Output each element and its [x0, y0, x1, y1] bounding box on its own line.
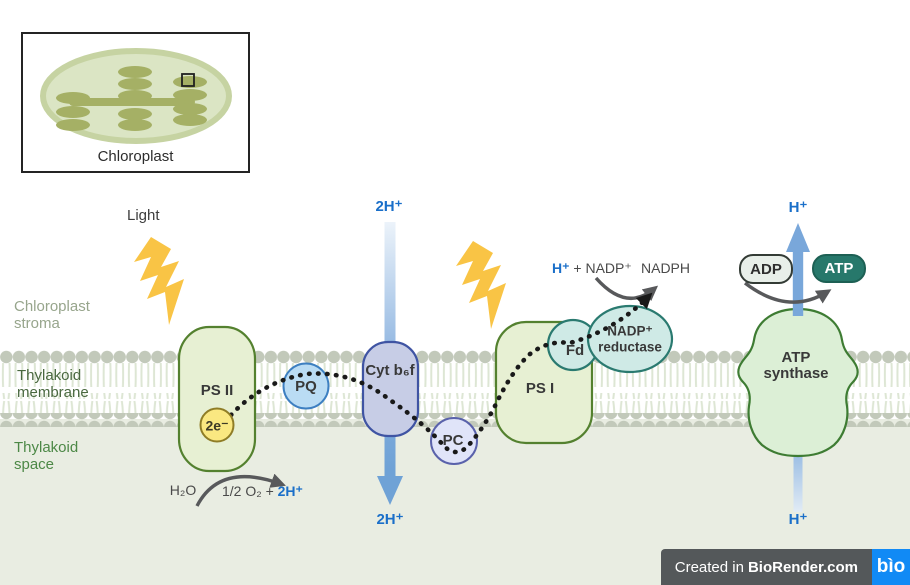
ps2-shape	[177, 325, 257, 473]
chloroplast-inset-box: Chloroplast	[21, 32, 250, 173]
nadp-substrates-label: H⁺ + NADP⁺	[552, 260, 632, 276]
fd-label: Fd	[565, 342, 585, 359]
biorender-brand-label: BioRender.com	[747, 558, 858, 576]
lightning-bolt-icon	[456, 241, 506, 329]
light-bolts	[134, 237, 506, 329]
thylakoid-stacks	[56, 66, 207, 131]
pc-shape	[430, 417, 478, 465]
chloroplast-stroma-label: Chloroplast stroma	[14, 298, 90, 332]
water-label: H₂O	[169, 482, 197, 498]
biorender-credit-bar: Created in BioRender.com	[660, 549, 872, 585]
lightning-bolt-icon	[134, 237, 184, 325]
water-split-arrow-icon	[195, 473, 286, 507]
biorender-logo-icon: bìo	[872, 549, 910, 585]
ps1-label: PS I	[525, 380, 555, 397]
oxygen-protons-label: 2H⁺	[277, 483, 303, 499]
cyt-b6f-shape	[361, 340, 420, 438]
zoom-region-marker-icon	[181, 73, 195, 87]
nadph-arrow-icon	[594, 276, 659, 301]
proton-label-cyt-bottom: 2H⁺	[376, 511, 404, 528]
proton-label-synthase-top: H⁺	[788, 199, 808, 216]
electron-pair-label: 2e⁻	[205, 417, 229, 434]
pq-label: PQ	[295, 378, 317, 395]
nadph-label: NADPH	[641, 260, 691, 276]
chloroplast-inset-label: Chloroplast	[97, 148, 174, 165]
thylakoid-membrane-label: Thylakoid membrane	[17, 367, 89, 401]
nadp-reductase-label: NADP⁺ reductase	[598, 323, 662, 355]
chloroplast-illustration	[40, 48, 232, 144]
proton-arrow-up-icon	[786, 223, 810, 316]
atp-pill: ATP	[812, 254, 866, 283]
light-label: Light	[127, 207, 160, 224]
biorender-watermark: Created in BioRender.com bìo	[660, 549, 910, 585]
adp-pill: ADP	[739, 254, 793, 284]
oxygen-label: 1/2 O₂ + 2H⁺	[222, 483, 303, 499]
proton-label-cyt-top: 2H⁺	[375, 198, 403, 215]
atp-synthase-label: ATP synthase	[763, 349, 829, 382]
nadp-proton-label: H⁺	[552, 260, 570, 276]
proton-label-synthase-bottom: H⁺	[788, 511, 808, 528]
cyt-b6f-label: Cyt b₆f	[365, 362, 415, 379]
thylakoid-space-label: Thylakoid space	[14, 439, 79, 473]
pc-label: PC	[442, 432, 464, 449]
nadp-reductase-shape	[586, 304, 674, 374]
adp-atp-arrow-icon	[743, 281, 832, 304]
ps2-label: PS II	[200, 382, 234, 399]
proton-arrow-up-tail-icon	[793, 455, 803, 512]
electron-pair-shape	[199, 407, 235, 443]
atp-synthase-shape	[737, 307, 859, 458]
